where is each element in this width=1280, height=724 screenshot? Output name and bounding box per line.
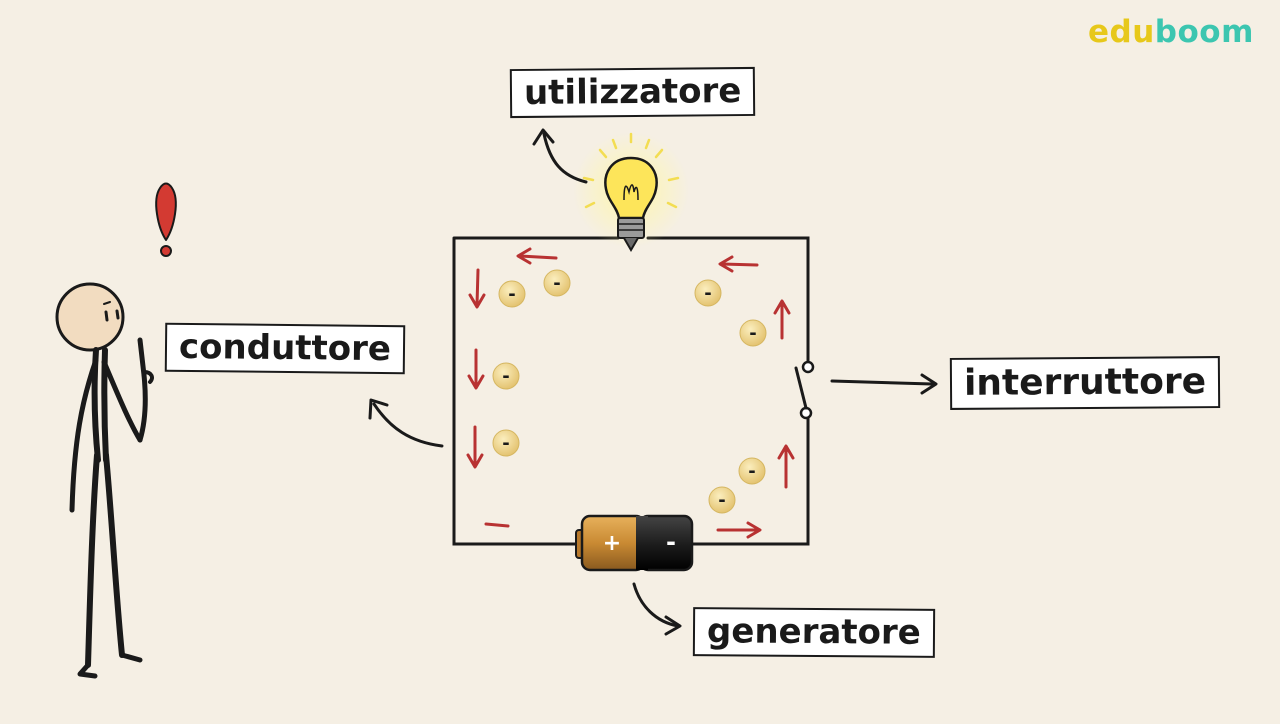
electron-icon: - <box>694 279 722 307</box>
label-interruttore: interruttore <box>949 356 1221 410</box>
arrow-icon <box>777 444 795 489</box>
arrow-to-generatore-icon <box>632 582 682 636</box>
svg-text:-: - <box>748 461 755 482</box>
exclamation-icon <box>155 182 177 257</box>
arrow-to-utilizzatore-icon <box>532 128 588 184</box>
arrow-icon <box>468 268 486 309</box>
arrow-icon <box>718 255 759 273</box>
svg-text:-: - <box>502 433 509 454</box>
current-arrows <box>466 247 795 539</box>
svg-text:-: - <box>553 273 560 294</box>
svg-text:-: - <box>718 490 725 511</box>
logo-part-boom: boom <box>1154 14 1254 50</box>
label-conduttore: conduttore <box>164 322 406 375</box>
electron-icon: - <box>708 486 736 514</box>
battery-icon: + - <box>575 514 694 572</box>
electron-icon: - <box>738 457 766 485</box>
label-generatore: generatore <box>692 607 935 659</box>
svg-text:-: - <box>749 323 756 344</box>
arrow-to-interruttore-icon <box>830 373 938 395</box>
logo-part-edu: edu <box>1088 14 1155 50</box>
svg-text:-: - <box>508 284 515 305</box>
arrow-icon <box>484 522 510 528</box>
arrow-icon <box>773 299 791 340</box>
svg-text:-: - <box>502 366 509 387</box>
pointer-arrows <box>368 128 938 636</box>
electron-icon: - <box>498 280 526 308</box>
electron-icon: - <box>492 429 520 457</box>
electrons: - - - - - - - - <box>492 269 767 514</box>
stick-figure <box>55 182 177 679</box>
arrow-icon <box>467 348 485 390</box>
electron-icon: - <box>543 269 571 297</box>
light-bulb-icon <box>573 132 689 252</box>
battery-plus-sign: + <box>603 531 621 556</box>
arrow-to-conduttore-icon <box>368 398 444 448</box>
electron-icon: - <box>739 319 767 347</box>
switch-icon <box>794 360 815 420</box>
eduboom-logo: eduboom <box>1088 14 1254 50</box>
battery-minus-sign: - <box>666 528 676 556</box>
label-utilizzatore: utilizzatore <box>509 66 756 119</box>
arrow-icon <box>716 521 762 539</box>
arrow-icon <box>466 425 484 469</box>
arrow-icon <box>516 247 558 265</box>
svg-text:-: - <box>704 283 711 304</box>
conductor-wire <box>452 236 810 546</box>
electron-icon: - <box>492 362 520 390</box>
